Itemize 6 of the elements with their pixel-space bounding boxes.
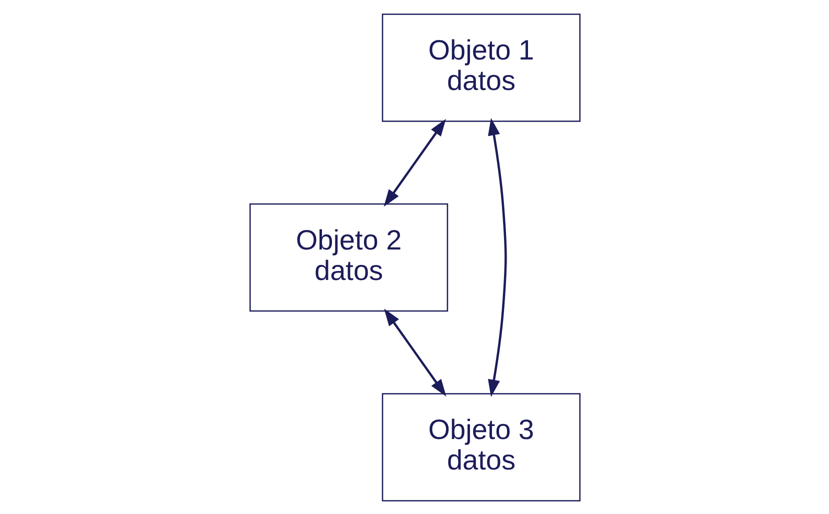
arrow <box>384 308 446 396</box>
node-box: Objeto 2 datos <box>248 202 448 312</box>
arrow <box>487 117 506 397</box>
node-box: Objeto 3 datos <box>381 392 580 501</box>
node-box: Objeto 1 datos <box>381 13 580 122</box>
arrow <box>383 118 446 206</box>
